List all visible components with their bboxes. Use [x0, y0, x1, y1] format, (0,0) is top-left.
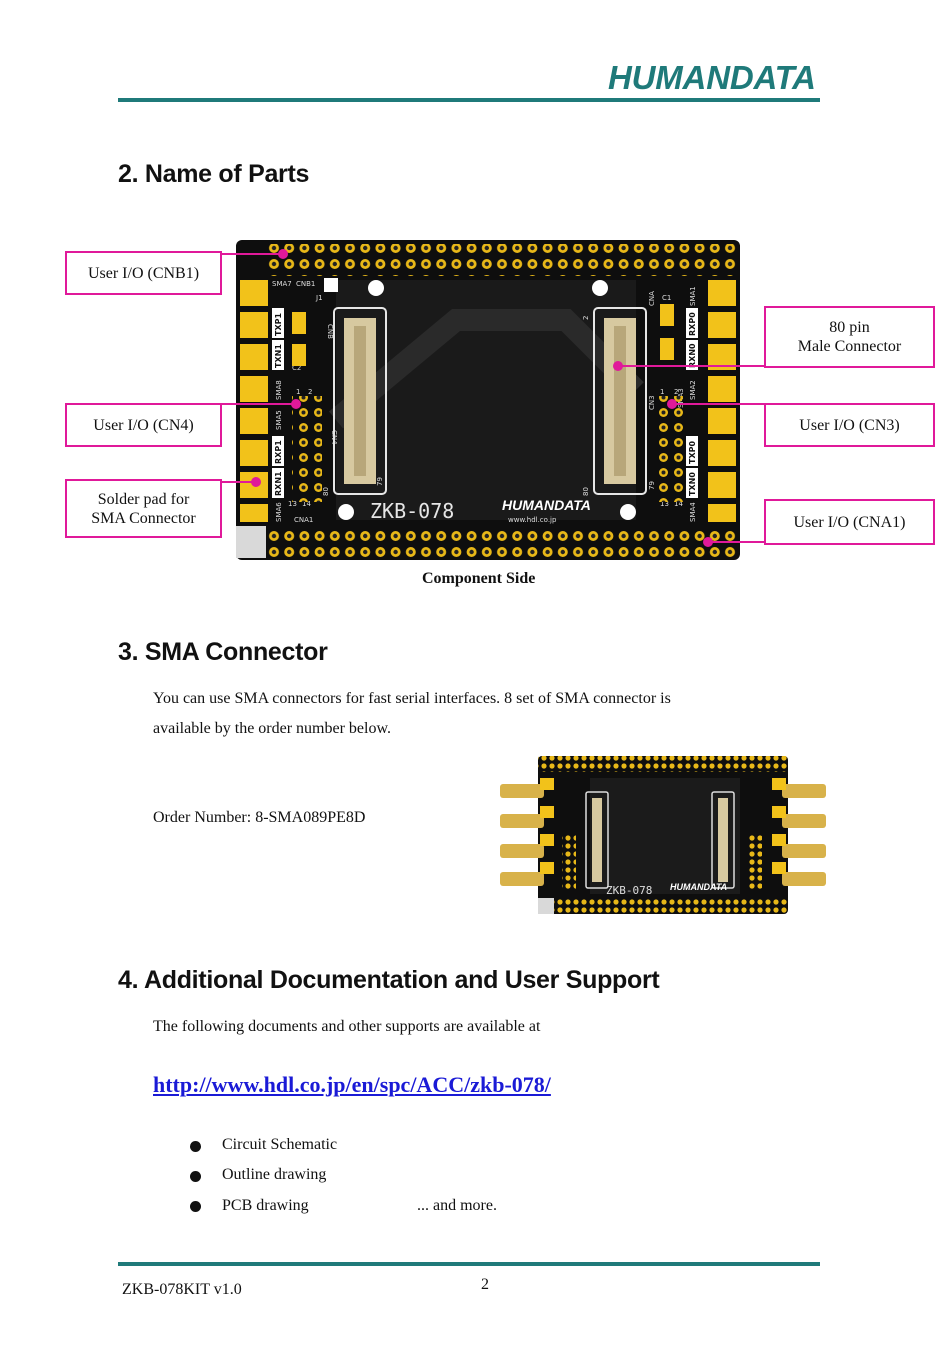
board-site-text: www.hdl.co.jp: [508, 516, 557, 524]
sma-photo-brand-text: HUMANDATA: [670, 882, 727, 892]
callout-solder-pad: Solder pad for SMA Connector: [65, 479, 222, 538]
callout-male-line2: Male Connector: [797, 338, 902, 355]
callout-solder-line2: SMA Connector: [91, 509, 196, 527]
label-pin79-right: 79: [648, 481, 656, 490]
callout-cna1: User I/O (CNA1): [764, 499, 935, 545]
label-pin80-left: 80: [322, 487, 330, 496]
section-title-sma-connector: 3. SMA Connector: [118, 638, 328, 666]
sma-photo-model-text: ZKB-078: [606, 884, 652, 897]
header-rule: [118, 98, 820, 102]
label-cnb: CNB: [326, 324, 334, 339]
bullet-dot: [190, 1201, 201, 1212]
callout-male-line1: 80 pin: [829, 319, 870, 336]
label-sma6: SMA6: [275, 502, 283, 522]
label-pin14-right: 14: [674, 500, 683, 508]
label-c1: C1: [662, 294, 671, 302]
footer-doc-version: ZKB-078KIT v1.0: [122, 1281, 242, 1298]
callout-cn4: User I/O (CN4): [65, 403, 222, 447]
label-txp0: TXP0: [688, 441, 697, 464]
callout-cn3-label: User I/O (CN3): [799, 416, 900, 434]
callout-solder-line1: Solder pad for: [97, 490, 190, 508]
sma-paragraph-line1: You can use SMA connectors for fast seri…: [153, 690, 671, 707]
callout-cn4-label: User I/O (CN4): [93, 416, 194, 434]
label-txn0: TXN0: [688, 472, 697, 496]
callout-leaders: [220, 249, 766, 547]
label-rxp1: RXP1: [274, 440, 283, 464]
label-cna: CNA: [648, 291, 656, 306]
bullet-item-pcb-drawing: PCB drawing: [222, 1197, 309, 1214]
label-rxn0: RXN0: [688, 343, 697, 368]
label-pin13-right: 13: [660, 500, 669, 508]
docs-paragraph: The following documents and other suppor…: [153, 1018, 541, 1035]
label-pin79-left: 79: [376, 477, 384, 486]
label-pin1-right: 1: [660, 388, 664, 396]
footer-rule: [118, 1262, 820, 1266]
label-rxp0: RXP0: [688, 312, 697, 336]
logo-text: HUMANDATA: [608, 59, 816, 96]
label-txp1: TXP1: [274, 313, 283, 336]
label-sma2: SMA2: [689, 380, 697, 400]
label-sma7: SMA7: [272, 280, 292, 288]
board-photo-component-side: TXP1 TXN1 RXP1 RXN1 RXP0 RXN0 TXP0 TXN0 …: [236, 240, 740, 560]
label-rxn1: RXN1: [274, 471, 283, 496]
label-pin1-left: 1: [296, 388, 300, 396]
label-c2: C2: [292, 364, 301, 372]
humandata-logo: HUMANDATA: [608, 59, 816, 96]
label-txn1: TXN1: [274, 344, 283, 368]
callout-cnb1-label: User I/O (CNB1): [87, 264, 200, 282]
callout-cn3: User I/O (CN3): [764, 403, 935, 447]
callout-cna1-label: User I/O (CNA1): [793, 513, 906, 531]
label-pin14-left: 14: [302, 500, 311, 508]
callout-male-connector: 80 pin Male Connector: [764, 306, 935, 368]
label-pin2-right: 2: [674, 388, 678, 396]
label-sma4: SMA4: [689, 502, 697, 522]
bullet-item-outline-drawing: Outline drawing: [222, 1166, 327, 1183]
label-sma8: SMA8: [275, 380, 283, 400]
label-pin2-right-conn: 2: [582, 316, 590, 320]
label-pin13-left: 13: [288, 500, 297, 508]
board-model-text: ZKB-078: [370, 499, 454, 523]
section-title-name-of-parts: 2. Name of Parts: [118, 160, 310, 188]
label-cna1-silk: CNA1: [294, 516, 313, 524]
bullet-dot: [190, 1141, 201, 1152]
section-title-additional-docs: 4. Additional Documentation and User Sup…: [118, 966, 660, 994]
label-cnb1-silk: CNB1: [296, 280, 315, 288]
label-sma1: SMA1: [689, 286, 697, 306]
and-more-text: ... and more.: [417, 1197, 497, 1214]
label-cn3: CN3: [648, 395, 656, 410]
sma-paragraph-line2: available by the order number below.: [153, 720, 391, 737]
label-j1: J1: [315, 294, 323, 302]
footer-page-number: 2: [481, 1276, 489, 1293]
bullet-dot: [190, 1171, 201, 1182]
label-pin80-right: 80: [582, 487, 590, 496]
label-sma5: SMA5: [275, 410, 283, 430]
bullet-item-circuit-schematic: Circuit Schematic: [222, 1136, 338, 1153]
support-url-link[interactable]: http://www.hdl.co.jp/en/spc/ACC/zkb-078/: [153, 1072, 551, 1097]
order-number: Order Number: 8-SMA089PE8D: [153, 809, 366, 826]
label-pin2-left: 2: [308, 388, 312, 396]
callout-cnb1: User I/O (CNB1): [65, 251, 222, 295]
board-brand-text: HUMANDATA: [502, 497, 591, 513]
figure-caption: Component Side: [422, 570, 536, 587]
board-photo-with-sma: ZKB-078 HUMANDATA: [500, 756, 826, 914]
